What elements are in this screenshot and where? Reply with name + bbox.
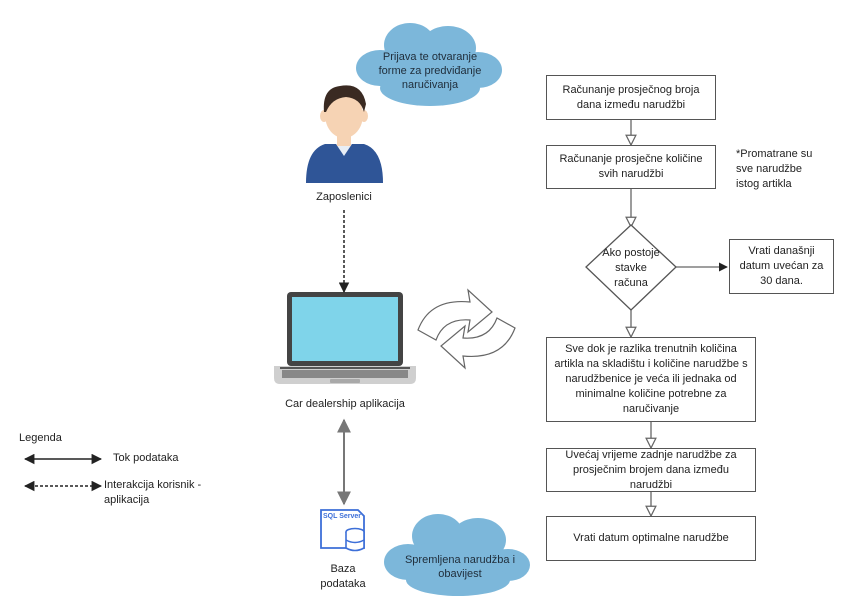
legend-title: Legenda	[19, 432, 62, 444]
note-text: *Promatrane su sve narudžbe istog artikl…	[736, 148, 813, 190]
cloud-text-login: Prijava te otvaranje forme za predviđanj…	[378, 51, 482, 91]
step-avg-days-box: Računanje prosječnog broja dana između n…	[546, 75, 716, 120]
sql-server-icon-label: SQL Server	[322, 513, 361, 520]
step-avg-quantity-box: Računanje prosječne količine svih narudž…	[546, 145, 716, 189]
app-label: Car dealership aplikacija	[285, 398, 405, 410]
laptop-icon	[274, 292, 416, 384]
cloud-shape-saved	[384, 514, 530, 596]
loop-condition-box: Sve dok je razlika trenutnih količina ar…	[546, 337, 756, 422]
return-optimal-date-box: Vrati datum optimalne narudžbe	[546, 516, 756, 561]
sync-icon	[417, 288, 516, 370]
employee-avatar-icon	[306, 85, 383, 183]
legend-item-data-flow: Tok podataka	[113, 452, 179, 464]
increase-last-order-box: Uvećaj vrijeme zadnje narudžbe za prosje…	[546, 448, 756, 492]
legend-item-interaction: Interakcija korisnik - aplikacija	[104, 479, 202, 506]
employees-label: Zaposlenici	[316, 191, 372, 203]
decision-text: Ako postoje stavke računa	[602, 247, 660, 289]
cloud-text-saved: Spremljena narudžba i obavijest	[404, 554, 516, 580]
db-label: Baza podataka	[320, 563, 366, 590]
return-today-plus-30-box: Vrati današnji datum uvećan za 30 dana.	[729, 239, 834, 294]
cloud-shape-login	[356, 23, 502, 106]
decision-diamond	[585, 224, 677, 311]
sql-server-icon	[320, 509, 365, 552]
